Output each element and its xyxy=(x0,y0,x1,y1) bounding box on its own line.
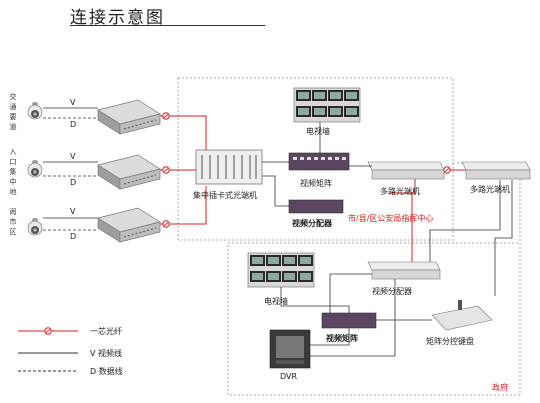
d-line-label: D xyxy=(70,120,77,129)
multi-machine-label: 多路光端机 xyxy=(380,187,420,196)
site-label: 入口集中地 xyxy=(9,148,17,196)
site-label: 闹市区 xyxy=(9,208,17,236)
keyboard-label: 矩阵分控键盘 xyxy=(426,337,474,346)
collect-machine-label: 集中插卡式光端机 xyxy=(193,191,257,200)
diagram-title: 连接示意图 xyxy=(70,8,165,28)
remote-splitter-label: 视频分配器 xyxy=(372,287,412,296)
camera-icon xyxy=(27,217,43,236)
d-line-label: D xyxy=(70,232,77,241)
remote-multi-machine-label: 多路光端机 xyxy=(470,185,510,194)
v-line-label: V xyxy=(70,207,76,216)
title-underline xyxy=(70,25,265,26)
v-line-label: V xyxy=(70,152,76,161)
command-center-label: 市/县/区公安局指挥中心 xyxy=(348,214,434,223)
remote-tv-wall-label: 电视墙 xyxy=(264,297,288,306)
dvr-label: DVR xyxy=(280,372,298,381)
v-line-label: V xyxy=(70,98,76,107)
site-label: 交通要道 xyxy=(9,93,17,131)
remote-matrix-label: 视频矩阵 xyxy=(326,334,358,343)
tv-wall-label: 电视墙 xyxy=(306,127,330,136)
camera-icon xyxy=(27,159,43,178)
legend-fiber-label: 一芯光纤 xyxy=(90,327,122,336)
matrix-label: 视频矩阵 xyxy=(300,179,332,188)
government-area-label: 政府 xyxy=(492,383,508,392)
d-line-label: D xyxy=(70,178,77,187)
splitter-label: 视频分配器 xyxy=(292,219,332,228)
legend-video-label: V 视频线 xyxy=(90,349,123,358)
legend-data-label: D 数据线 xyxy=(90,367,123,376)
camera-icon xyxy=(27,101,43,120)
